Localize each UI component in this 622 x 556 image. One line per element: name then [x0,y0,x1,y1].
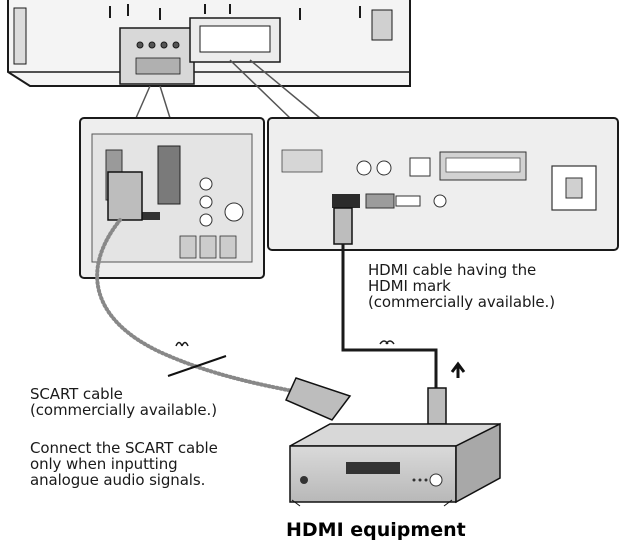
hdmi-cable [333,207,466,425]
scart-note-line: Connect the SCART cable [30,439,218,457]
hdmi-cable-label: HDMI cable having the HDMI mark (commerc… [368,262,555,311]
scart-cable-label-line: (commercially available.) [30,401,217,420]
scart-note: Connect the SCART cable only when inputt… [30,440,218,489]
scart-note-line: only when inputting [30,455,178,474]
hdmi-cable-label-line: (commercially available.) [368,293,555,312]
hdmi-cable-label-line: HDMI mark [368,277,451,296]
scart-note-line: analogue audio signals. [30,471,206,490]
tv-rear-panel [7,0,411,87]
scart-cable-label: SCART cable (commercially available.) [30,385,217,420]
hdmi-equipment-device [289,422,501,507]
callout-lines [135,59,321,119]
scart-cable-label-line: SCART cable [30,385,123,403]
hdmi-terminal-panel [267,117,619,251]
equipment-label: HDMI equipment [286,519,466,541]
scart-cable [95,171,352,421]
hdmi-cable-label-line: HDMI cable having the [368,261,537,279]
